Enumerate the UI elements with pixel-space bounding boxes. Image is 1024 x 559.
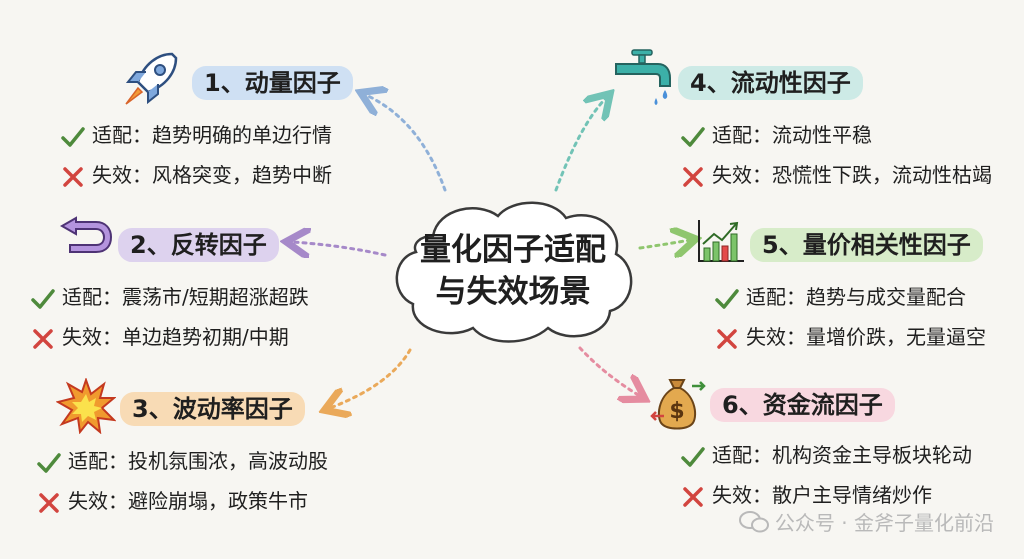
rocket-icon bbox=[120, 48, 182, 114]
factor-title-volatility: 3、波动率因子 bbox=[120, 392, 305, 426]
fit-line-reversal: 适配：震荡市/短期超涨超跌 bbox=[30, 284, 309, 312]
watermark: 公众号 · 金斧子量化前沿 bbox=[738, 507, 994, 539]
fail-line-volatility: 失效：避险崩塌，政策牛市 bbox=[36, 488, 308, 516]
arrow-to-momentum bbox=[366, 95, 447, 192]
fail-line-money-flow: 失效：散户主导情绪炒作 bbox=[680, 482, 932, 510]
arrow-to-money-flow bbox=[578, 346, 640, 396]
cross-icon bbox=[30, 326, 56, 352]
wechat-icon bbox=[738, 510, 769, 539]
fit-text: 适配：趋势明确的单边行情 bbox=[92, 123, 332, 147]
cloud-shape bbox=[395, 201, 633, 343]
factor-title-liquidity: 4、流动性因子 bbox=[678, 66, 863, 100]
fail-text: 失效：恐慌性下跌，流动性枯竭 bbox=[712, 163, 992, 187]
fail-line-liquidity: 失效：恐慌性下跌，流动性枯竭 bbox=[680, 162, 992, 190]
fail-line-volume-price: 失效：量增价跌，无量逼空 bbox=[714, 324, 986, 352]
fit-text: 适配：震荡市/短期超涨超跌 bbox=[62, 285, 309, 309]
fit-line-momentum: 适配：趋势明确的单边行情 bbox=[60, 122, 332, 150]
cross-icon bbox=[36, 490, 62, 516]
factor-title-reversal: 2、反转因子 bbox=[118, 228, 279, 262]
bar-chart-icon bbox=[696, 218, 746, 268]
check-icon bbox=[680, 444, 706, 470]
check-icon bbox=[714, 286, 740, 312]
fit-line-volatility: 适配：投机氛围浓，高波动股 bbox=[36, 448, 328, 476]
fail-text: 失效：单边趋势初期/中期 bbox=[62, 325, 289, 349]
cross-icon bbox=[714, 326, 740, 352]
check-icon bbox=[30, 286, 56, 312]
cross-icon bbox=[680, 484, 706, 510]
u-turn-arrow-icon bbox=[58, 212, 114, 260]
faucet-icon bbox=[612, 46, 674, 114]
fail-line-momentum: 失效：风格突变，趋势中断 bbox=[60, 162, 332, 190]
arrow-to-reversal bbox=[292, 242, 387, 255]
fit-text: 适配：趋势与成交量配合 bbox=[746, 285, 966, 309]
fail-text: 失效：风格突变，趋势中断 bbox=[92, 163, 332, 187]
fit-line-money-flow: 适配：机构资金主导板块轮动 bbox=[680, 442, 972, 470]
factor-title-volume-price: 5、量价相关性因子 bbox=[750, 228, 983, 262]
svg-text:$: $ bbox=[669, 399, 684, 424]
check-icon bbox=[36, 450, 62, 476]
fail-text: 失效：量增价跌，无量逼空 bbox=[746, 325, 986, 349]
fail-line-reversal: 失效：单边趋势初期/中期 bbox=[30, 324, 289, 352]
factor-title-money-flow: 6、资金流因子 bbox=[710, 388, 895, 422]
fit-text: 适配：流动性平稳 bbox=[712, 123, 872, 147]
fail-text: 失效：散户主导情绪炒作 bbox=[712, 483, 932, 507]
fit-text: 适配：机构资金主导板块轮动 bbox=[712, 443, 972, 467]
fit-line-volume-price: 适配：趋势与成交量配合 bbox=[714, 284, 966, 312]
arrow-to-volatility bbox=[330, 348, 412, 408]
center-title-line2: 与失效场景 bbox=[435, 274, 591, 310]
arrow-to-volume-price bbox=[638, 240, 690, 248]
watermark-text: 公众号 · 金斧子量化前沿 bbox=[774, 511, 994, 535]
center-title-line1: 量化因子适配 bbox=[420, 232, 606, 268]
fit-line-liquidity: 适配：流动性平稳 bbox=[680, 122, 872, 150]
factor-title-momentum: 1、动量因子 bbox=[192, 66, 353, 100]
center-cloud: 量化因子适配 与失效场景 bbox=[388, 196, 638, 346]
fail-text: 失效：避险崩塌，政策牛市 bbox=[68, 489, 308, 513]
cross-icon bbox=[60, 164, 86, 190]
cross-icon bbox=[680, 164, 706, 190]
arrow-to-liquidity bbox=[554, 98, 606, 192]
explosion-icon bbox=[55, 376, 117, 438]
check-icon bbox=[60, 124, 86, 150]
check-icon bbox=[680, 124, 706, 150]
fit-text: 适配：投机氛围浓，高波动股 bbox=[68, 449, 328, 473]
money-bag-icon: $ bbox=[650, 374, 708, 436]
